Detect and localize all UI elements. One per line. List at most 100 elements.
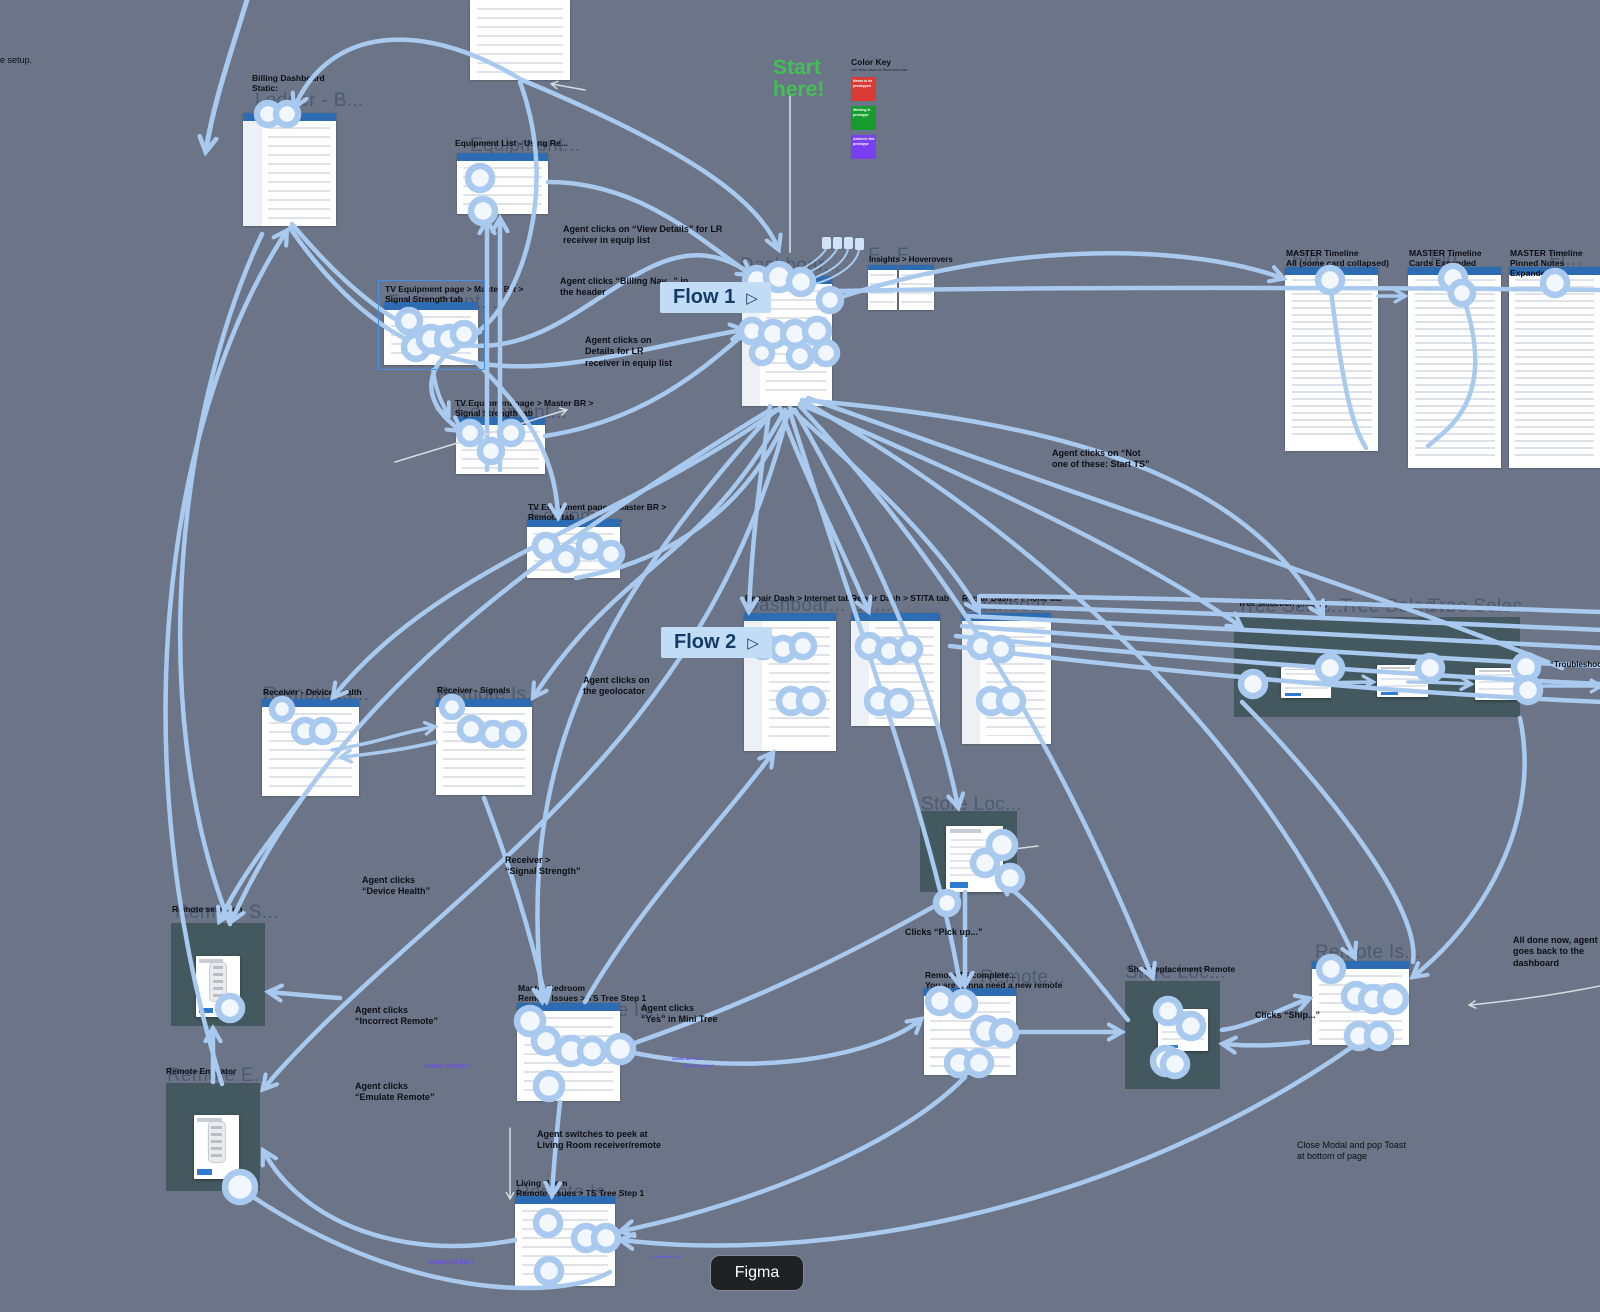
frame-master-timeline-cards[interactable] [1408, 267, 1501, 468]
frame-remote-issues-ship[interactable] [1312, 961, 1409, 1045]
frame-store-locator[interactable] [920, 811, 1017, 892]
mini-frame-chip[interactable] [822, 237, 831, 249]
card-primary-button[interactable] [1380, 692, 1398, 696]
frame-repair-dash-stta[interactable] [851, 613, 940, 726]
frame-master-bedroom-tree[interactable] [517, 1003, 620, 1101]
frame-ship-replacement[interactable] [1125, 981, 1220, 1089]
frame-label-tree-selection-1[interactable]: Tree selection (modal) [1238, 598, 1328, 608]
frame-label-master-bedroom-tree[interactable]: Master Bedroom Remote Issues > TS Tree S… [518, 983, 647, 1004]
card-primary-button[interactable] [197, 1169, 212, 1176]
frame-remote-ts-complete[interactable] [924, 988, 1016, 1075]
annotation-note[interactable]: e setup. [0, 55, 33, 65]
frame-insights-a[interactable] [868, 265, 897, 310]
frame-label-equipment-list[interactable]: Equipment List - Using Re... [455, 138, 568, 148]
start-here-note[interactable]: Start here! [773, 56, 825, 102]
card-primary-button[interactable] [1284, 693, 1302, 697]
annotation-note[interactable]: Agent clicks “Emulate Remote” [355, 1081, 435, 1103]
mini-frame-chip[interactable] [833, 237, 842, 249]
frame-label-receiver-signals[interactable]: Receiver - Signals [437, 685, 511, 695]
frame-remote-emulator[interactable] [166, 1083, 260, 1191]
frame-title-tree-selection-3[interactable]: Tree Selec... [1428, 596, 1539, 617]
frame-title-master-timeline-pinned[interactable]: Fl... [1549, 249, 1583, 270]
frame-receiver-signals[interactable] [436, 699, 532, 795]
frame-top-card[interactable] [470, 0, 570, 80]
frame-label-tv-equip-signal-2[interactable]: TV Equipment page > Master BR > Signal S… [455, 398, 594, 419]
frame-master-timeline-pinned[interactable] [1509, 267, 1600, 468]
frame-remote-selection[interactable] [171, 923, 265, 1026]
annotation-note[interactable]: Agent clicks “Device Health” [362, 875, 431, 897]
annotation-note[interactable]: Added AM Oct 7 [672, 1056, 703, 1061]
annotation-note[interactable]: Agent clicks “Yes” in Mini Tree [641, 1003, 718, 1025]
frame-receiver-device-health[interactable] [262, 699, 359, 796]
annotation-note[interactable]: “Troubleshoot” [1550, 660, 1600, 669]
mini-frame-chip[interactable] [844, 237, 853, 249]
frame-equipment-list[interactable] [457, 153, 548, 214]
frame-label-repair-dash-phone[interactable]: Repair Dash > Phone tab [962, 593, 1063, 603]
frame-label-repair-dash-stta[interactable]: Repair Dash > ST/TA tab [851, 593, 950, 603]
annotation-note[interactable]: Agent switches to peek at Living Room re… [537, 1129, 662, 1151]
frame-tree-selection-3[interactable] [1428, 617, 1532, 717]
figma-badge[interactable]: Figma [711, 1256, 803, 1290]
frame-ship-replacement-card[interactable] [1158, 1009, 1208, 1051]
annotation-note[interactable]: Receiver > “Signal Strength” [505, 855, 581, 877]
frame-label-living-room-tree[interactable]: Living Room Remote Issues > TS Tree Step… [516, 1178, 645, 1199]
annotation-note[interactable]: Agent clicks “Incorrect Remote” [355, 1005, 439, 1027]
frame-tv-equip-signal-1[interactable] [384, 302, 478, 365]
annotation-note[interactable]: Insights > Hoverovers [869, 255, 953, 264]
frame-label-billing-dashboard[interactable]: Billing Dashboard Static: [252, 73, 325, 94]
frame-tree-selection-2-card[interactable] [1377, 665, 1430, 697]
frame-label-remote-ts-complete[interactable]: Remote TS complete... You are gonna need… [925, 970, 1063, 991]
frame-label-master-timeline-pinned[interactable]: MASTER Timeline Pinned Notes Expande [1510, 248, 1583, 279]
flow-1-play-button[interactable]: Flow 1 ▷ [660, 282, 771, 313]
card-primary-button[interactable] [1478, 695, 1498, 699]
annotation-note[interactable]: Close Modal and pop Toast at bottom of p… [1297, 1140, 1406, 1162]
frame-tree-selection-1[interactable] [1234, 617, 1333, 717]
frame-repair-dash-phone[interactable] [962, 613, 1051, 744]
frame-billing-dashboard[interactable] [243, 113, 336, 226]
play-icon[interactable]: ▷ [746, 290, 758, 307]
frame-tv-equip-signal-2[interactable] [456, 417, 545, 474]
annotation-note[interactable]: Agent clicks on Details for LR receiver … [585, 335, 673, 368]
frame-label-repair-dash-internet[interactable]: Repair Dash > Internet tab [745, 593, 851, 603]
color-key-swatch[interactable]: Needs to be prototyped [851, 77, 876, 101]
frame-label-master-timeline-collapsed[interactable]: MASTER Timeline All (some card collapsed… [1286, 248, 1389, 269]
frame-store-locator-card[interactable] [946, 826, 1003, 892]
frame-tree-selection-2[interactable] [1331, 617, 1430, 717]
frame-tree-selection-3-card[interactable] [1475, 668, 1532, 700]
frame-label-receiver-device-health[interactable]: Receiver - Device Health [263, 687, 362, 697]
frame-label-remote-selection[interactable]: Remote selection [172, 904, 243, 914]
frame-remote-selection-card[interactable] [196, 956, 240, 1017]
frame-label-tv-equip-remote[interactable]: TV Equipment page > Master BR > Remote t… [528, 502, 667, 523]
annotation-note[interactable]: Clicks “Ship...” [1255, 1010, 1321, 1020]
mini-frame-chip[interactable] [855, 238, 864, 250]
annotation-note[interactable]: Added AM Oct 7 [683, 1063, 714, 1068]
card-primary-button[interactable] [1161, 1044, 1178, 1049]
frame-label-tv-equip-signal-1[interactable]: TV Equipment page > Master BR > Signal S… [385, 284, 524, 305]
annotation-note[interactable]: Agent clicks on “Not one of these: Start… [1052, 448, 1150, 470]
frame-title-dashboard[interactable]: Dashboar... [740, 255, 841, 276]
color-key-swatch[interactable]: Added in this prototype [851, 135, 876, 159]
play-icon[interactable]: ▷ [747, 635, 759, 652]
frame-title-billing-dashboard[interactable]: Ledger - B... [255, 90, 364, 111]
annotation-note[interactable]: Added AM Oct 7 [424, 1064, 471, 1070]
annotation-note[interactable]: Added AM Oct 7 [428, 1260, 475, 1266]
card-primary-button[interactable] [949, 882, 969, 889]
annotation-note[interactable]: Agent clicks on “View Details” for LR re… [563, 224, 723, 246]
flow-2-play-button[interactable]: Flow 2 ▷ [661, 627, 772, 658]
color-key-swatch[interactable]: Working in prototype [851, 106, 876, 130]
frame-living-room-tree[interactable] [515, 1196, 615, 1286]
frame-remote-emulator-card[interactable] [194, 1115, 239, 1179]
annotation-note[interactable]: Added AM Oct 7 [652, 1254, 683, 1259]
annotation-note[interactable]: Clicks “Pick up...” [905, 927, 983, 937]
card-primary-button[interactable] [199, 1007, 214, 1014]
annotation-note[interactable]: All done now, agent goes back to the das… [1513, 935, 1598, 968]
frame-tree-selection-1-card[interactable] [1281, 667, 1333, 698]
frame-label-remote-emulator[interactable]: Remote Emulator [166, 1066, 237, 1076]
frame-insights-b[interactable] [899, 265, 934, 310]
frame-label-ship-replacement[interactable]: Ship Replacement Remote [1128, 964, 1236, 974]
frame-tv-equip-remote[interactable] [527, 519, 620, 578]
annotation-note[interactable]: Agent clicks on the geolocator [583, 675, 650, 697]
frame-label-master-timeline-cards[interactable]: MASTER Timeline Cards Expanded [1409, 248, 1482, 269]
frame-master-timeline-collapsed[interactable] [1285, 267, 1378, 451]
